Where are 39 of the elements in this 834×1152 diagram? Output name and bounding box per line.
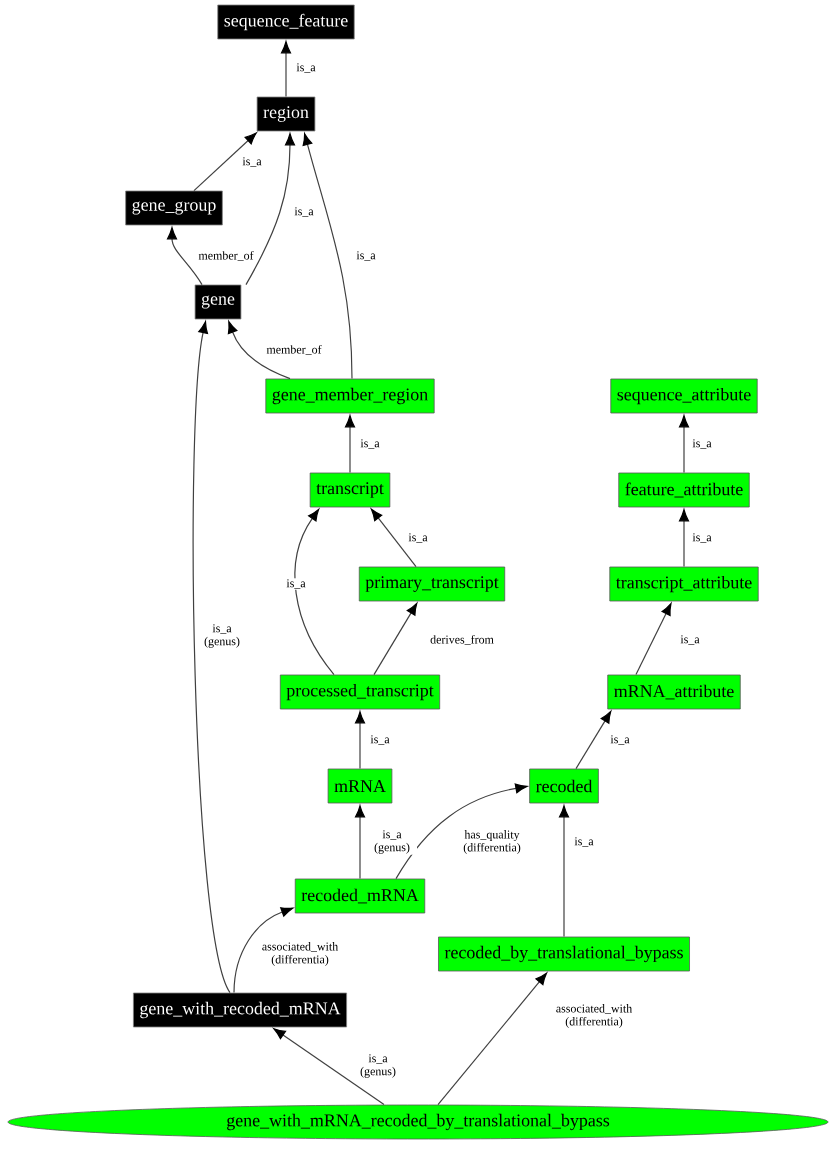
arrow [233,907,294,994]
term-box: mRNA [327,768,393,804]
arrow [354,711,366,770]
term-box: mRNA_attribute [607,674,741,710]
term-box: processed_transcript [279,674,441,710]
arrow [302,133,353,380]
arrow [245,133,296,286]
arrow [370,508,417,568]
term-box: gene [194,284,242,320]
term-box: recoded_mRNA [294,878,426,914]
term-box: sequence_attribute [610,378,758,414]
arrow [354,805,366,880]
term-box: transcript [309,472,391,508]
term-box: gene_group [125,190,223,226]
arrow [678,415,690,474]
arrow [193,132,257,192]
arrow [437,972,548,1106]
arrow [166,227,203,286]
term-box: gene_member_region [265,378,435,414]
term-box: primary_transcript [358,566,506,602]
arrow [395,783,528,880]
term-box: recoded_by_translational_bypass [438,936,690,972]
arrow [294,508,335,676]
term-box: transcript_attribute [609,566,759,602]
arrow [280,41,292,98]
arrow [373,602,418,676]
arrow [678,509,690,568]
term-box: feature_attribute [618,472,750,508]
term-box: recoded [529,768,599,804]
term-box: region [256,96,316,132]
arrow [227,321,291,380]
arrow [192,321,231,994]
term-box: gene_with_recoded_mRNA [133,992,347,1028]
arrow [344,415,356,474]
term-box: sequence_feature [217,4,355,40]
arrow [575,710,612,770]
arrow [273,1028,385,1106]
arrow [558,805,570,938]
arrow [635,602,672,676]
